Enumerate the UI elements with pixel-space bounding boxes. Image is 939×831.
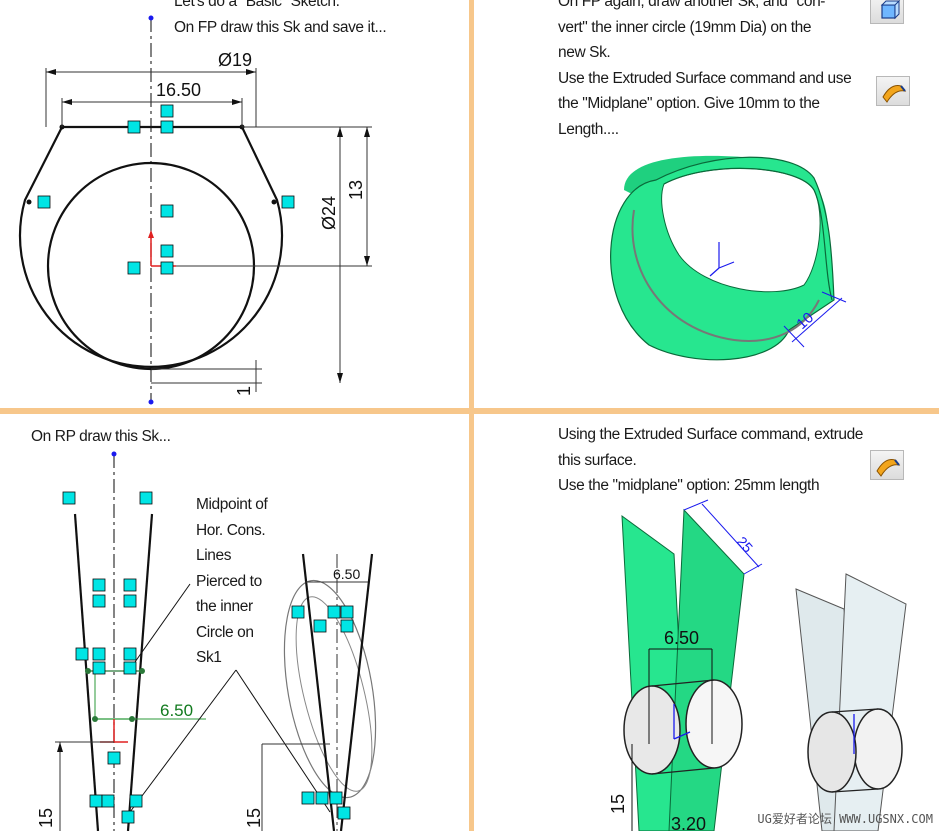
instruction-line: Use the Extruded Surface command and use — [558, 69, 852, 87]
extruded-planes-view: 25 6.50 15 3.20 — [608, 499, 907, 831]
panel-bottom-left: On RP draw this Sk... Midpoint of Hor. C… — [0, 414, 469, 831]
instruction-line: On FP draw this Sk and save it... — [174, 18, 387, 36]
watermark: UG爱好者论坛 WWW.UGSNX.COM — [757, 812, 933, 826]
instruction-line: On FP again, draw another Sk, and "con- — [558, 0, 826, 10]
instruction-line: Using the Extruded Surface command, extr… — [558, 426, 864, 443]
extruded-surface-icon[interactable] — [876, 76, 910, 106]
dim-width-16-50: 16.50 — [156, 80, 201, 100]
dim-offset-6-50: 6.50 — [160, 701, 193, 720]
dim-top-6-50: 6.50 — [333, 566, 360, 582]
instructions-top-right: On FP again, draw another Sk, and "con- … — [558, 0, 852, 142]
dim-offset-6-50-3d: 6.50 — [664, 628, 699, 648]
callout-line: Lines — [196, 547, 232, 564]
instruction-line: the "Midplane" option. Give 10mm to the — [558, 95, 820, 112]
callout-line: Hor. Cons. — [196, 521, 266, 539]
instructions-bottom-right: Using the Extruded Surface command, extr… — [558, 422, 863, 499]
panel-top-right: On FP again, draw another Sk, and "con- … — [474, 0, 939, 408]
callout-line: the inner — [196, 598, 253, 615]
instructions-bottom-left: On RP draw this Sk... — [31, 424, 171, 450]
instruction-line: vert" the inner circle (19mm Dia) on the — [558, 18, 812, 36]
rp-sketch-drawing: 6.50 15 6.50 15 — [36, 451, 377, 831]
convert-entities-icon[interactable] — [870, 0, 904, 24]
basic-sketch-drawing: Ø19 16.50 13 Ø24 1 — [18, 15, 372, 405]
dim-offset-1: 1 — [234, 386, 254, 396]
instruction-line: Length.... — [558, 120, 619, 138]
dim-height-15-left: 15 — [36, 808, 56, 828]
constraint-markers — [37, 104, 295, 275]
callout-midpoint: Midpoint of Hor. Cons. Lines Pierced to … — [196, 492, 268, 671]
dim-height-15-right: 15 — [244, 808, 264, 828]
callout-line: Midpoint of — [196, 496, 268, 513]
dim-height-13: 13 — [346, 180, 366, 200]
horizontal-divider — [0, 408, 939, 414]
instruction-line: On RP draw this Sk... — [31, 428, 171, 445]
dim-diameter-19: Ø19 — [218, 50, 252, 70]
callout-line: Circle on — [196, 623, 254, 641]
dim-height-15-3d: 15 — [608, 794, 628, 814]
dim-length-25: 25 — [734, 533, 756, 555]
extruded-surface-icon[interactable] — [870, 450, 904, 480]
callout-line: Sk1 — [196, 649, 222, 666]
dim-bottom-3-20: 3.20 — [671, 814, 706, 831]
callout-line: Pierced to — [196, 572, 262, 590]
instruction-line: this surface. — [558, 451, 637, 469]
dim-diameter-24: Ø24 — [319, 196, 339, 230]
extruded-surface-ring: 10 — [610, 155, 847, 361]
instructions-top-left: Let's do a "Basic" Sketch. On FP draw th… — [174, 0, 387, 40]
constraint-markers — [62, 491, 354, 824]
instruction-line: Let's do a "Basic" Sketch. — [174, 0, 340, 10]
instruction-line: new Sk. — [558, 44, 611, 61]
instruction-line: Use the "midplane" option: 25mm length — [558, 477, 820, 494]
vertical-divider — [469, 0, 474, 831]
panel-top-left: Let's do a "Basic" Sketch. On FP draw th… — [0, 0, 469, 408]
panel-bottom-right: Using the Extruded Surface command, extr… — [474, 414, 939, 831]
